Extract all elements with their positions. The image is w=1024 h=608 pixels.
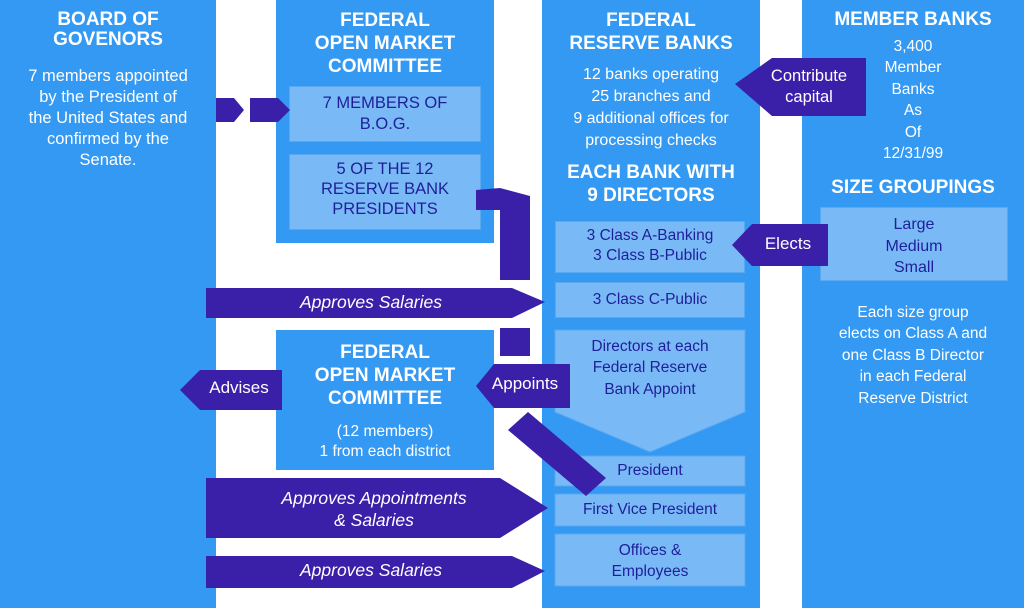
fomc-box-bog-members: 7 MEMBERS OF B.O.G. <box>289 86 481 142</box>
board-to-fomc-arrow-2 <box>250 98 290 122</box>
class-ab-directors: 3 Class A-Banking 3 Class B-Public <box>555 221 745 273</box>
presidents-connector <box>476 188 530 280</box>
reserve-banks-description: 12 banks operating 25 branches and 9 add… <box>573 66 729 150</box>
reserve-banks-title: FEDERAL RESERVE BANKS <box>569 10 733 54</box>
contribute-capital-label: Contribute capital <box>770 67 848 107</box>
approves-salaries-label-2: Approves Salaries <box>299 560 443 580</box>
approves-appointments-arrow <box>206 478 548 538</box>
president-label: President <box>617 462 683 479</box>
advises-label: Advises <box>209 378 269 397</box>
size-groupings-title: SIZE GROUPINGS <box>831 177 995 198</box>
board-column <box>0 0 216 608</box>
fomc-bottom-title: FEDERAL OPEN MARKET COMMITTEE <box>314 342 456 409</box>
fomc-bottom-description: (12 members) 1 from each district <box>319 423 451 460</box>
board-title: BOARD OF GOVENORS <box>53 9 163 50</box>
approves-salaries-arrow-2 <box>206 556 545 588</box>
board-to-fomc-arrow-1 <box>216 98 244 122</box>
approves-appointments-label: Approves Appointments & Salaries <box>281 488 467 530</box>
elects-label: Elects <box>764 234 812 253</box>
contribute-capital-arrow <box>735 58 866 116</box>
appoints-label: Appoints <box>491 374 559 393</box>
directors-appoint-text: Directors at each Federal Reserve Bank A… <box>591 338 709 398</box>
size-groupings-box: Large Medium Small <box>820 207 1008 281</box>
size-group-election-text: Each size group elects on Class A and on… <box>838 304 988 407</box>
advises-arrow <box>180 370 282 410</box>
offices-box <box>554 533 746 587</box>
member-banks-count: 3,400 Member Banks As Of 12/31/99 <box>882 38 944 162</box>
fomc-box-reserve-presidents: 5 OF THE 12 RESERVE BANK PRESIDENTS <box>289 154 481 230</box>
president-connector <box>508 412 606 496</box>
approves-salaries-label-1: Approves Salaries <box>299 292 443 312</box>
fomc-top-title: FEDERAL OPEN MARKET COMMITTEE <box>314 10 456 77</box>
offices-label: Offices & Employees <box>611 542 689 581</box>
first-vp-box <box>554 493 746 527</box>
approves-salaries-arrow-1 <box>206 288 545 318</box>
fomc-bottom-column <box>276 330 494 470</box>
appoints-arrow <box>476 364 570 408</box>
directors-title: EACH BANK WITH 9 DIRECTORS <box>567 162 735 206</box>
first-vp-label: First Vice President <box>582 501 718 518</box>
fomc-connector-square <box>500 328 530 356</box>
elects-arrow <box>732 224 828 266</box>
board-description: 7 members appointed by the President of … <box>28 67 188 170</box>
class-c-directors: 3 Class C-Public <box>555 282 745 318</box>
member-banks-title: MEMBER BANKS <box>834 9 992 30</box>
